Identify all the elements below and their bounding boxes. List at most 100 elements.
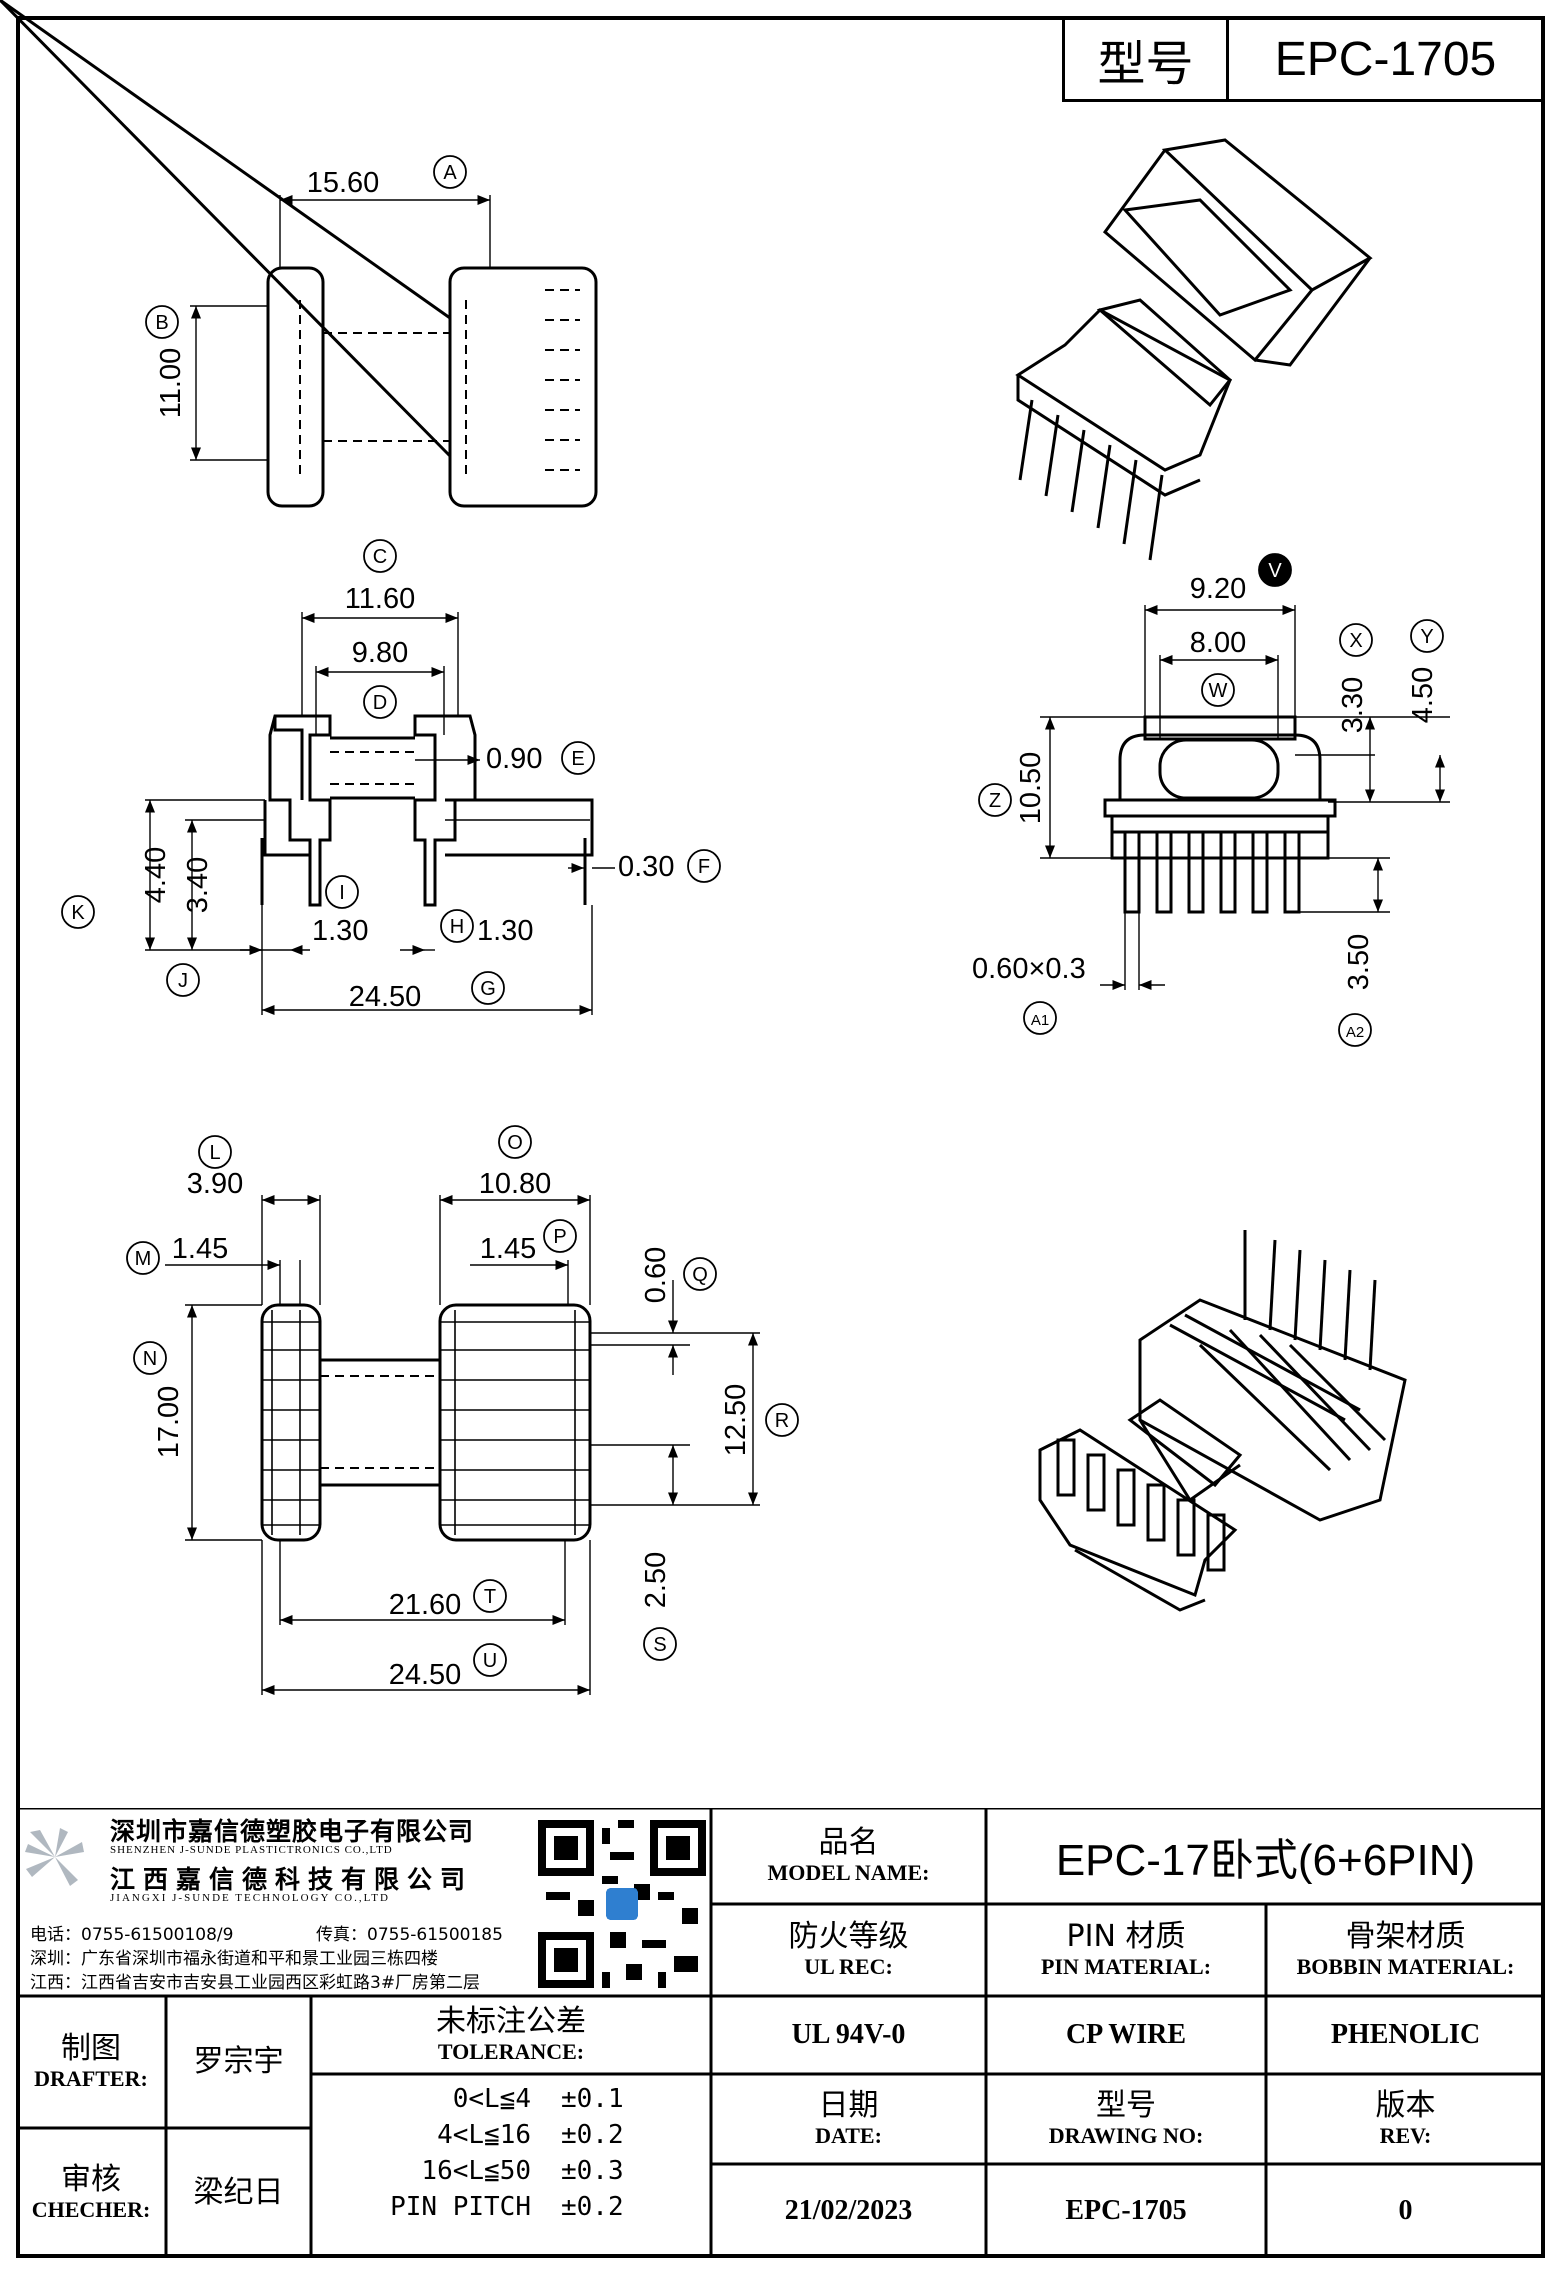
drawing-no-value-cell: EPC-1705 bbox=[986, 2164, 1266, 2258]
title-block-grid bbox=[16, 1808, 1545, 2258]
dim-z-value: 10.50 bbox=[1015, 752, 1047, 825]
tolerance-range-4: PIN PITCH bbox=[390, 2192, 531, 2222]
dim-w-value: 8.00 bbox=[1190, 627, 1246, 659]
drawing-no-value: EPC-1705 bbox=[1065, 2195, 1187, 2226]
drawing-canvas: .o{fill:none;stroke:#000;stroke-width:3;… bbox=[0, 0, 1450, 1696]
company2-name-en: JIANGXI J-SUNDE TECHNOLOGY CO.,LTD bbox=[110, 1892, 390, 1904]
bobbin-material-cn: 骨架材质 bbox=[1345, 1918, 1466, 1954]
date-cn: 日期 bbox=[818, 2087, 879, 2123]
tag-label-z: Z bbox=[989, 790, 1001, 812]
tag-label-e: E bbox=[571, 748, 584, 770]
dim-e-value: 0.90 bbox=[486, 743, 542, 775]
dim-a1-value: 0.60×0.3 bbox=[972, 953, 1086, 985]
tag-circle-x bbox=[1339, 623, 1373, 657]
tag-label-j: J bbox=[178, 970, 188, 992]
ul-rec-cn: 防火等级 bbox=[788, 1918, 909, 1954]
model-name-value: EPC-17卧式(6+6PIN) bbox=[1055, 1836, 1476, 1885]
tag-label-u: U bbox=[483, 1650, 497, 1672]
tag-label-t: T bbox=[484, 1586, 496, 1608]
pin-material-cn: PIN 材质 bbox=[1066, 1918, 1186, 1954]
tag-label-n: N bbox=[143, 1348, 157, 1370]
tag-circle-a bbox=[433, 155, 467, 189]
model-name-value-cell: EPC-17卧式(6+6PIN) bbox=[986, 1808, 1545, 1904]
rev-label: 版本 REV: bbox=[1266, 2074, 1545, 2164]
dim-l-value: 3.90 bbox=[187, 1168, 243, 1200]
model-label: 型号 bbox=[1097, 38, 1194, 91]
tolerance-range-2: 4<L≦16 bbox=[437, 2120, 531, 2150]
dim-j-value: 3.40 bbox=[182, 857, 214, 913]
side-view bbox=[1040, 604, 1450, 991]
tag-label-k: K bbox=[71, 902, 85, 924]
tag-label-p: P bbox=[553, 1226, 566, 1248]
model-value: EPC-1705 bbox=[1274, 32, 1497, 86]
isometric-view-top bbox=[1015, 138, 1373, 561]
ul-rec-value: UL 94V-0 bbox=[791, 2019, 906, 2050]
tag-circle-p bbox=[543, 1219, 577, 1253]
checker-value-cell: 梁纪日 bbox=[166, 2128, 311, 2258]
tolerance-range-1: 0<L≦4 bbox=[452, 2084, 531, 2114]
date-label: 日期 DATE: bbox=[711, 2074, 986, 2164]
date-en: DATE: bbox=[815, 2123, 882, 2149]
rev-cn: 版本 bbox=[1375, 2087, 1436, 2123]
pin-material-en: PIN MATERIAL: bbox=[1040, 1954, 1212, 1980]
dim-v-value: 9.20 bbox=[1190, 573, 1246, 605]
checker-en: CHECHER: bbox=[31, 2197, 151, 2223]
drafter-value-cell: 罗宗宇 bbox=[166, 1996, 311, 2128]
dim-n-value: 17.00 bbox=[153, 1386, 185, 1459]
tolerance-value-3: ±0.3 bbox=[561, 2156, 624, 2186]
tolerance-value-1: ±0.1 bbox=[561, 2084, 624, 2114]
model-label-cell: 型号 bbox=[1062, 16, 1229, 102]
drafter-label: 制图 DRAFTER: bbox=[16, 1996, 166, 2128]
dim-r-value: 12.50 bbox=[720, 1384, 752, 1457]
bobbin-material-label: 骨架材质 BOBBIN MATERIAL: bbox=[1266, 1904, 1545, 1996]
title-block: 深圳市嘉信德塑胶电子有限公司 SHENZHEN J-SUNDE PLASTICT… bbox=[16, 1808, 1545, 2258]
tag-circle-m bbox=[126, 1241, 160, 1275]
tag-circle-d bbox=[363, 685, 397, 719]
tag-circle-y bbox=[1410, 619, 1444, 653]
tag-label-b: B bbox=[155, 312, 168, 334]
tag-circle-l bbox=[198, 1135, 232, 1169]
pin-material-value: CP WIRE bbox=[1065, 2019, 1187, 2050]
tag-circle-z bbox=[978, 783, 1012, 817]
dim-f-value: 0.30 bbox=[618, 851, 674, 883]
checker-label: 审核 CHECHER: bbox=[16, 2128, 166, 2258]
tag-circle-o bbox=[498, 1125, 532, 1159]
tag-label-g: G bbox=[480, 978, 496, 1000]
company2-name-cn: 江西嘉信德科技有限公司 bbox=[110, 1865, 474, 1894]
model-name-label: 品名 MODEL NAME: bbox=[711, 1808, 986, 1904]
tag-label-a: A bbox=[443, 162, 457, 184]
dim-x-value: 3.30 bbox=[1337, 677, 1369, 733]
tag-circle-f bbox=[687, 849, 721, 883]
top-view bbox=[0, 0, 598, 508]
company-address-shenzhen: 深圳：广东省深圳市福永街道和平和景工业园三栋四楼 bbox=[30, 1949, 438, 1969]
tag-circle-c bbox=[363, 539, 397, 573]
tag-label-s: S bbox=[653, 1634, 666, 1656]
tag-circle-r bbox=[765, 1403, 799, 1437]
dim-d-value: 9.80 bbox=[352, 637, 408, 669]
tag-circle-n bbox=[133, 1341, 167, 1375]
ul-rec-en: UL REC: bbox=[804, 1954, 893, 1980]
checker-cn: 审核 bbox=[61, 2161, 121, 2197]
tolerance-value-4: ±0.2 bbox=[561, 2192, 624, 2222]
drafter-en: DRAFTER: bbox=[34, 2066, 148, 2092]
tag-circle-g bbox=[471, 971, 505, 1005]
ul-rec-value-cell: UL 94V-0 bbox=[711, 1996, 986, 2074]
company-logo-icon bbox=[25, 1828, 84, 1886]
checker-value: 梁纪日 bbox=[193, 2174, 284, 2210]
dim-h-value: 1.30 bbox=[477, 915, 533, 947]
pin-material-value-cell: CP WIRE bbox=[986, 1996, 1266, 2074]
tag-label-w: W bbox=[1209, 680, 1228, 702]
drawing-no-en: DRAWING NO: bbox=[1048, 2123, 1204, 2149]
tag-circle-b bbox=[145, 305, 179, 339]
dim-m-value: 1.45 bbox=[172, 1233, 228, 1265]
tag-label-c: C bbox=[373, 546, 387, 568]
tag-label-r: R bbox=[775, 1410, 789, 1432]
tag-label-q: Q bbox=[692, 1264, 708, 1286]
tolerance-label: 未标注公差 TOLERANCE: bbox=[311, 1996, 711, 2074]
drawing-frame bbox=[16, 16, 1545, 2258]
tolerance-en: TOLERANCE: bbox=[437, 2039, 585, 2065]
dim-c-value: 11.60 bbox=[345, 583, 415, 615]
tag-circle-a2 bbox=[1338, 1013, 1372, 1047]
company-fax: 传真：0755-61500185 bbox=[316, 1925, 503, 1945]
